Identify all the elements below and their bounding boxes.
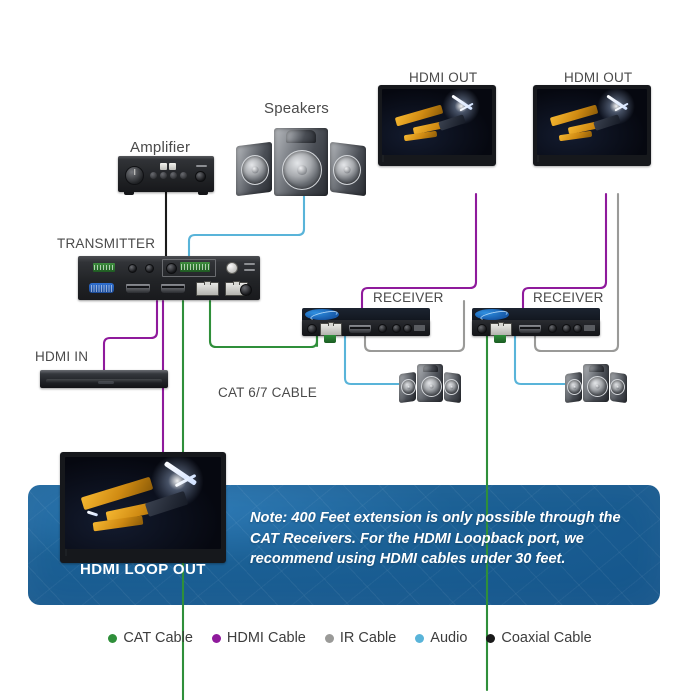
tv-hdmi-loop-out — [60, 452, 226, 563]
rx-hdmi-out-port[interactable] — [519, 325, 541, 333]
transmitter-device — [78, 256, 260, 300]
tv-hdmi-out-left — [378, 85, 496, 166]
tv-screen — [382, 89, 492, 155]
audio-cable-tx-to-speakers — [187, 194, 306, 258]
rx-audio-out-jack[interactable] — [378, 324, 387, 333]
legend-dot-ir-icon — [324, 633, 334, 643]
amplifier-display-left — [160, 163, 167, 170]
tx-audio-out-jack[interactable] — [166, 263, 177, 274]
label-amplifier: Amplifier — [130, 139, 191, 156]
legend-item-coax: Coaxial Cable — [486, 630, 592, 646]
tv-stand — [382, 155, 492, 162]
amplifier-volume-knob[interactable] — [125, 166, 144, 185]
legend-label-ir: IR Cable — [339, 630, 397, 646]
amplifier-input-jack[interactable] — [195, 171, 206, 182]
audio-cable-rxleft-to-speaker — [343, 331, 401, 386]
cat-cable-tx-to-rxright — [208, 299, 319, 349]
label-hdmi-out-right: HDMI OUT — [564, 70, 633, 85]
tx-phoenix-terminal-left[interactable] — [93, 263, 115, 272]
rx-ir-out-jack[interactable] — [403, 324, 412, 333]
tv-hdmi-out-right — [533, 85, 651, 166]
legend-label-hdmi: HDMI Cable — [226, 630, 306, 646]
rx-ir-in-jack[interactable] — [392, 324, 401, 333]
label-hdmi-loop-out: HDMI LOOP OUT — [80, 561, 206, 578]
rx-cat-plug — [324, 335, 336, 343]
receiver-front-panel — [302, 320, 430, 336]
legend-label-cat: CAT Cable — [123, 630, 193, 646]
rx-status-leds — [414, 325, 425, 331]
tv-screen — [537, 89, 647, 155]
legend-dot-hdmi-icon — [211, 633, 221, 643]
speakers-receiver-right — [565, 364, 627, 404]
tv-bezel — [60, 452, 226, 563]
legend-item-audio: Audio — [415, 630, 467, 646]
label-hdmi-out-left: HDMI OUT — [409, 70, 478, 85]
tv-bezel — [378, 85, 496, 166]
legend-dot-audio-icon — [415, 633, 425, 643]
rx-audio-out-jack[interactable] — [548, 324, 557, 333]
legend-item-cat: CAT Cable — [108, 630, 193, 646]
legend-item-ir: IR Cable — [324, 630, 397, 646]
tv-screen — [65, 457, 221, 549]
tx-function-button[interactable] — [226, 262, 238, 274]
label-cat-cable: CAT 6/7 CABLE — [218, 385, 317, 400]
tv-stand — [537, 155, 647, 162]
rx-cat-plug — [494, 335, 506, 343]
tx-vga-port[interactable] — [89, 283, 114, 293]
tx-hdmi-in-port[interactable] — [126, 284, 150, 293]
rx-ir-in-jack[interactable] — [562, 324, 571, 333]
rx-ir-out-jack[interactable] — [573, 324, 582, 333]
rx-dc-power-jack[interactable] — [307, 324, 317, 334]
amplifier-button-1[interactable] — [150, 172, 157, 179]
tv-stand — [65, 549, 221, 557]
amplifier-button-2[interactable] — [160, 172, 167, 179]
audio-cable-rxright-to-speaker — [513, 331, 567, 386]
tv-bezel — [533, 85, 651, 166]
label-receiver-right: RECEIVER — [533, 290, 604, 305]
receiver-device-left — [302, 308, 430, 343]
tx-rj45-port-1[interactable] — [196, 281, 219, 296]
source-bluray-player — [40, 370, 168, 388]
bluray-disc-slot — [98, 381, 114, 384]
rx-dc-power-jack[interactable] — [477, 324, 487, 334]
legend-item-hdmi: HDMI Cable — [211, 630, 306, 646]
receiver-device-right — [472, 308, 600, 343]
tx-ir-in-jack[interactable] — [128, 264, 137, 273]
label-transmitter: TRANSMITTER — [57, 236, 156, 251]
rx-status-leds — [584, 325, 595, 331]
amplifier-display-right — [169, 163, 176, 170]
receiver-front-panel — [472, 320, 600, 336]
legend: CAT Cable HDMI Cable IR Cable Audio Coax… — [0, 630, 700, 646]
label-receiver-left: RECEIVER — [373, 290, 444, 305]
receiver-top-shell — [302, 308, 430, 321]
label-speakers: Speakers — [264, 100, 329, 117]
rx-hdmi-out-port[interactable] — [349, 325, 371, 333]
tx-dc-power-jack[interactable] — [240, 284, 252, 296]
speakers-receiver-left — [399, 364, 461, 404]
legend-dot-coax-icon — [486, 633, 496, 643]
tx-hdmi-loop-out-port[interactable] — [161, 284, 185, 293]
receiver-top-shell — [472, 308, 600, 321]
tx-audio-phoenix-terminal[interactable] — [180, 262, 210, 272]
tx-audio-section-frame — [162, 259, 216, 277]
legend-label-audio: Audio — [430, 630, 468, 646]
speakers-main — [236, 128, 366, 197]
amplifier-device — [118, 156, 214, 195]
tx-ir-out-jack[interactable] — [145, 264, 154, 273]
amplifier-button-4[interactable] — [180, 172, 187, 179]
amplifier-button-3[interactable] — [170, 172, 177, 179]
legend-dot-cat-icon — [108, 633, 118, 643]
hdmi-cable-bluray-to-tx — [102, 299, 159, 372]
legend-label-coax: Coaxial Cable — [501, 630, 592, 646]
note-text: Note: 400 Feet extension is only possibl… — [250, 510, 621, 568]
label-hdmi-in: HDMI IN — [35, 349, 89, 364]
